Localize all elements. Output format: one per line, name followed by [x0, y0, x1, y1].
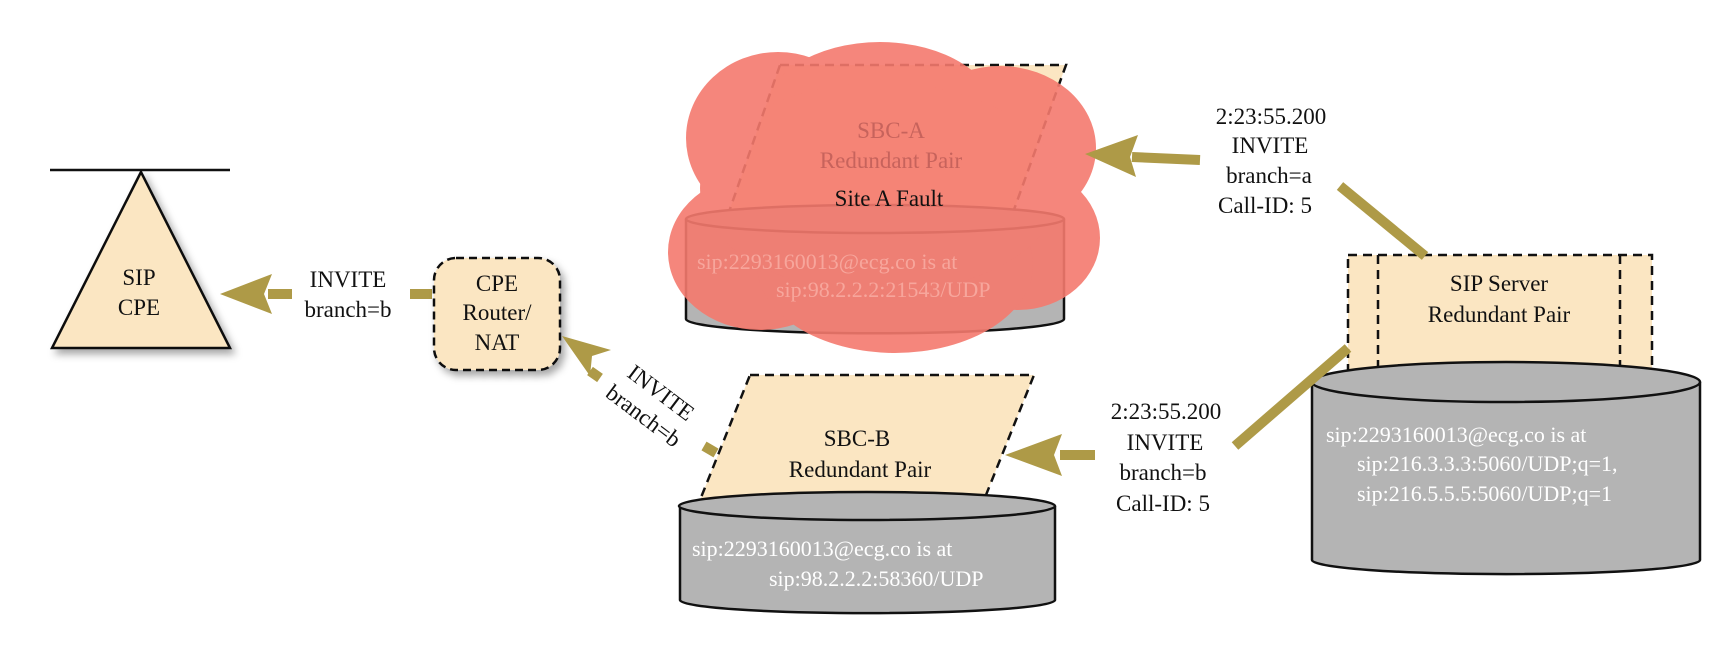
msg-top-callid: Call-ID: 5 [1218, 193, 1312, 218]
sip-cpe-node: SIP CPE [49, 168, 233, 350]
msg-top-branch: branch=a [1226, 163, 1312, 188]
sbc-a-db-line-1: sip:2293160013@ecg.co is at [697, 249, 957, 274]
arrow-sbcb-to-router [562, 336, 719, 458]
cpe-router-box [432, 256, 562, 372]
sbc-a-label-2: Redundant Pair [820, 148, 963, 173]
sbc-b-node: SBC-B Redundant Pair sip:2293160013@ecg.… [677, 373, 1057, 615]
message-router-invite: INVITE branch=b [601, 360, 699, 452]
arrow-router-to-cpe [220, 274, 432, 314]
arrow-server-to-sbcb [1005, 344, 1352, 476]
msg-bottom-time: 2:23:55.200 [1111, 399, 1222, 424]
sbc-b-db-line-1: sip:2293160013@ecg.co is at [692, 536, 952, 561]
cpe-router-label-1: CPE [476, 271, 518, 296]
sip-server-db-line-3: sip:216.5.5.5:5060/UDP;q=1 [1357, 481, 1612, 506]
message-top-invite: 2:23:55.200 INVITE branch=a Call-ID: 5 [1216, 104, 1327, 218]
site-a-fault-label: Site A Fault [835, 186, 944, 211]
sip-cpe-label-2: CPE [118, 295, 160, 320]
msg-bottom-callid: Call-ID: 5 [1116, 491, 1210, 516]
site-a-fault-cloud [668, 42, 1100, 353]
cpe-router-node: CPE Router/ NAT [432, 256, 562, 372]
sbc-b-db-line-2: sip:98.2.2.2:58360/UDP [769, 566, 984, 591]
msg-top-time: 2:23:55.200 [1216, 104, 1327, 129]
sbc-a-labels: SBC-A Redundant Pair Site A Fault sip:22… [697, 118, 991, 302]
sip-cpe-label-1: SIP [122, 265, 155, 290]
sbc-b-label-1: SBC-B [824, 426, 890, 451]
sbc-b-database [678, 506, 1057, 615]
sbc-a-db-line-2: sip:98.2.2.2:21543/UDP [776, 277, 991, 302]
msg-cpe-method: INVITE [310, 267, 387, 292]
sip-server-label-2: Redundant Pair [1428, 302, 1571, 327]
sip-server-node: SIP Server Redundant Pair sip:2293160013… [1310, 253, 1702, 576]
sbc-b-label-2: Redundant Pair [789, 457, 932, 482]
message-bottom-invite: 2:23:55.200 INVITE branch=b Call-ID: 5 [1111, 399, 1222, 516]
msg-bottom-branch: branch=b [1119, 460, 1206, 485]
sip-server-label-1: SIP Server [1450, 271, 1549, 296]
cpe-router-label-3: NAT [475, 330, 520, 355]
sip-server-db-line-1: sip:2293160013@ecg.co is at [1326, 422, 1586, 447]
message-cpe-invite: INVITE branch=b [304, 267, 391, 322]
msg-top-method: INVITE [1232, 133, 1309, 158]
arrow-server-to-sbca [1085, 135, 1429, 260]
sip-server-database [1310, 382, 1702, 576]
sbc-a-label-1: SBC-A [857, 118, 925, 143]
msg-cpe-branch: branch=b [304, 297, 391, 322]
msg-bottom-method: INVITE [1127, 430, 1204, 455]
sip-cpe-triangle [49, 169, 233, 350]
cpe-router-label-2: Router/ [463, 300, 533, 325]
sip-server-db-line-2: sip:216.3.3.3:5060/UDP;q=1, [1357, 451, 1618, 476]
